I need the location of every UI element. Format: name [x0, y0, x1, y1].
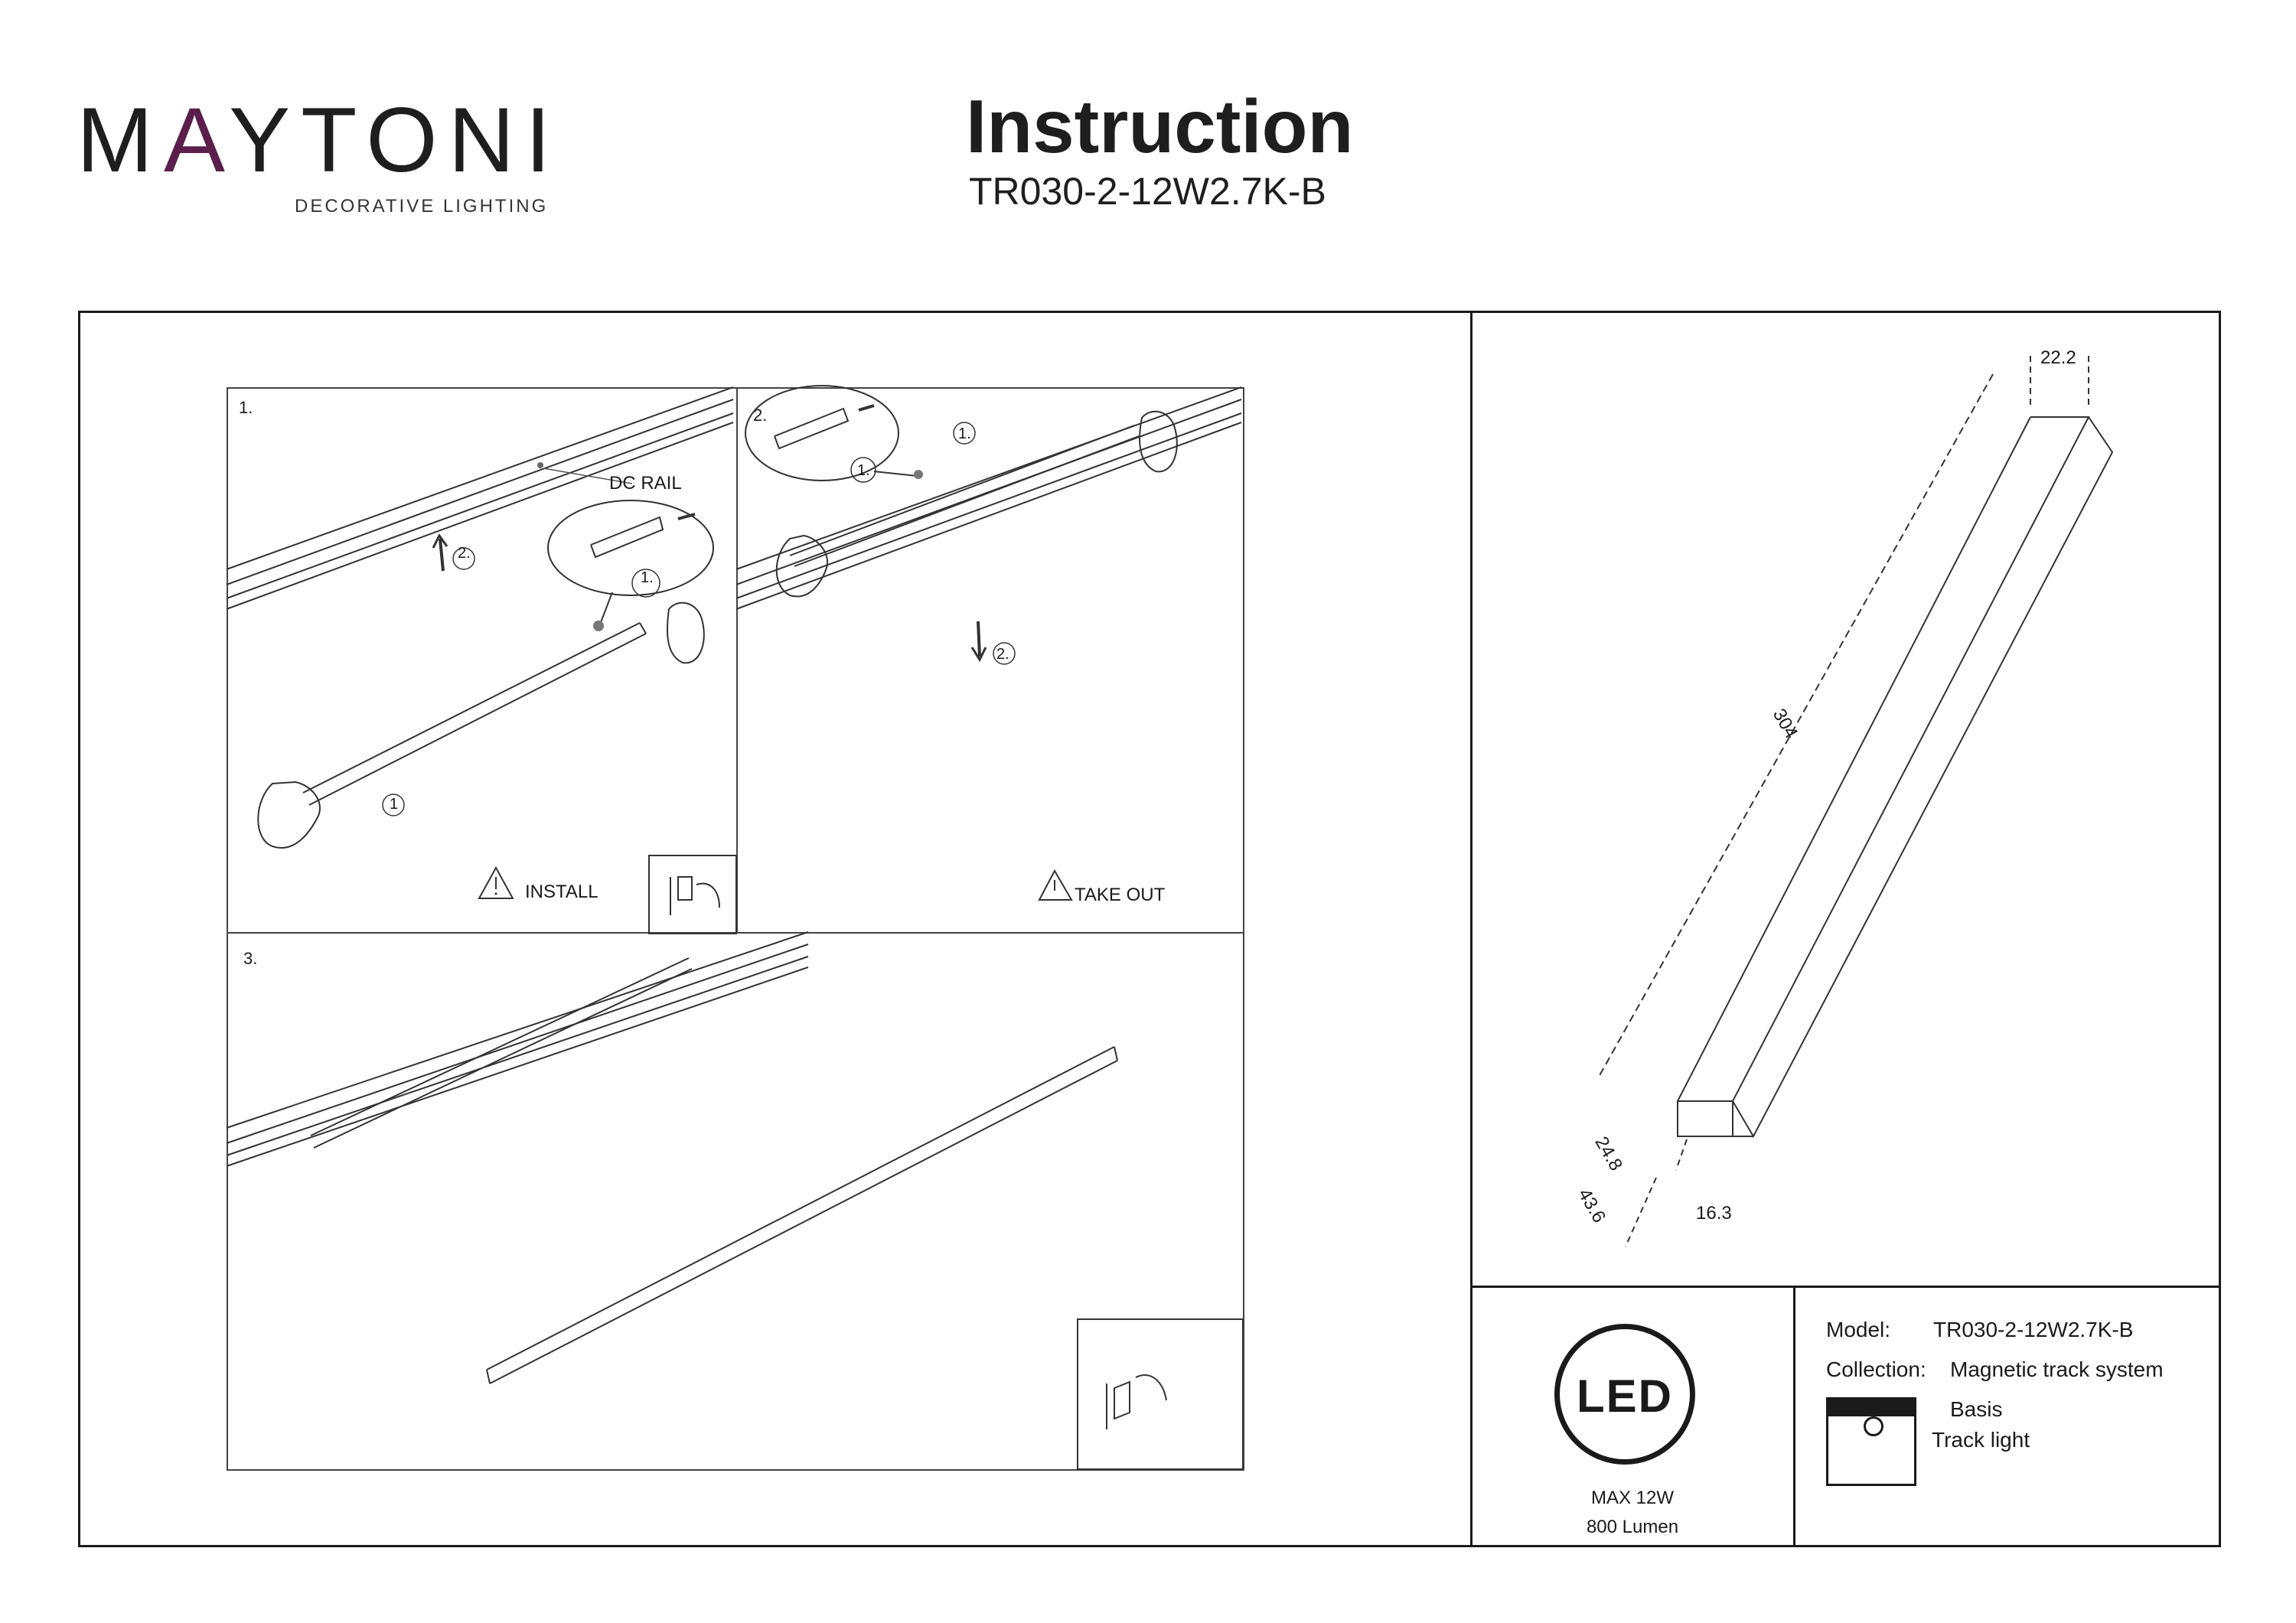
spec-collection-value: Magnetic track system: [1950, 1357, 2164, 1381]
track-light-icon: [1826, 1397, 1916, 1486]
led-badge: [1554, 1324, 1695, 1465]
spec-collection-sub: Basis: [1950, 1397, 2003, 1421]
step1-callout-b: 1.: [641, 569, 654, 586]
frame-divider-spec: [1793, 1286, 1795, 1547]
step2-illustration: [735, 385, 1242, 901]
step3-number: 3.: [243, 949, 258, 968]
spec-type-value: Track light: [1932, 1428, 2030, 1452]
instruction-frame: [78, 311, 2221, 1547]
brand-subtitle: DECORATIVE LIGHTING: [295, 196, 549, 217]
takeout-warning: TAKE OUT: [1075, 885, 1166, 905]
spec-collection-label: Collection:: [1826, 1357, 1926, 1381]
dimension-width-top: 22.2: [2040, 347, 2076, 368]
step3-illustration: [226, 931, 1244, 1470]
step1-illustration: [226, 386, 737, 934]
frame-divider-vertical: [1470, 311, 1473, 1547]
frame-divider-horizontal: [1470, 1286, 2221, 1288]
step2-callout-c: 2.: [996, 646, 1009, 663]
brand-wordmark: MAYTONI: [77, 89, 562, 191]
led-lumen: 800 Lumen: [1586, 1517, 1679, 1537]
brand-logo: MAYTONI DECORATIVE LIGHTING: [77, 90, 551, 243]
dimension-drawing: [1597, 356, 2114, 1247]
step1-callout-a: 2.: [458, 545, 471, 562]
led-power: MAX 12W: [1590, 1488, 1675, 1508]
spec-model-value: TR030-2-12W2.7K-B: [1933, 1318, 2134, 1341]
step2-callout-a: 1.: [958, 425, 971, 442]
dc-rail-label: DC RAIL: [609, 473, 682, 494]
spec-model-label: Model:: [1826, 1318, 1891, 1341]
step2-number: 2.: [753, 406, 768, 425]
step2-callout-b: 1.: [857, 462, 870, 479]
document-model: TR030-2-12W2.7K-B: [969, 170, 1326, 213]
led-badge-text: LED: [1577, 1370, 1673, 1422]
step1-number: 1.: [239, 398, 253, 417]
step1-callout-c: 1: [390, 796, 399, 813]
install-warning: INSTALL: [525, 882, 598, 902]
document-title: Instruction: [966, 84, 1354, 168]
dimension-width-bottom: 16.3: [1696, 1203, 1732, 1224]
